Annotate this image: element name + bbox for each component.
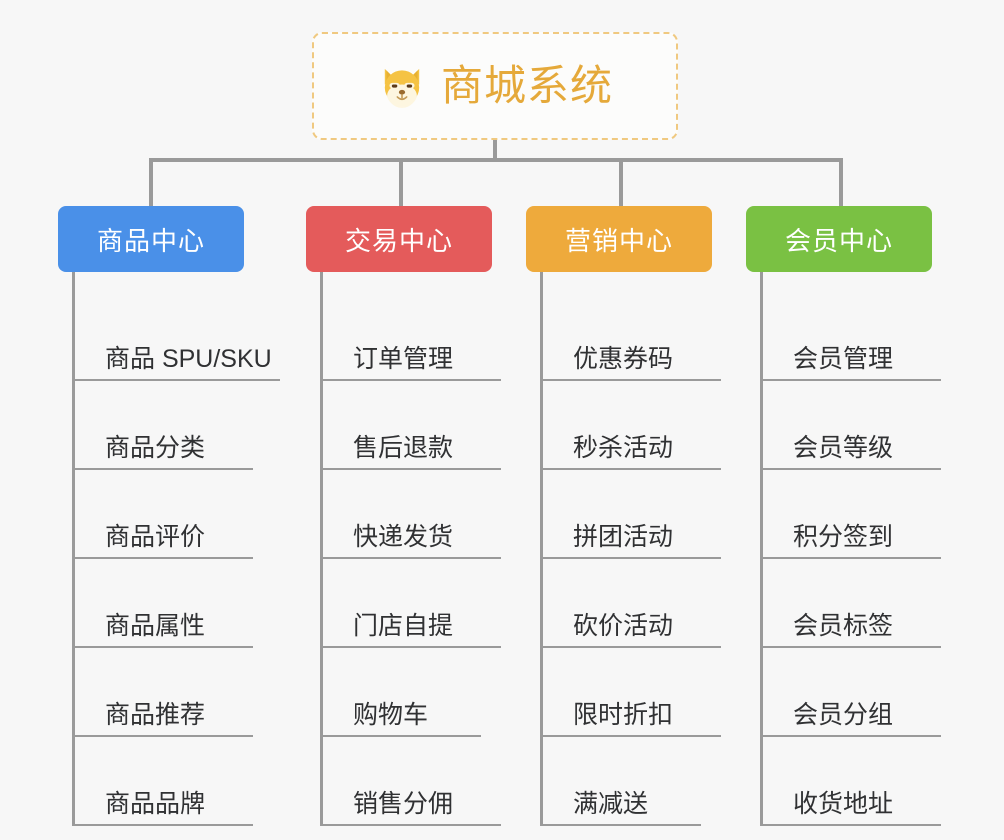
connector-drop-4 <box>839 158 843 208</box>
leaf-item[interactable]: 积分签到 <box>763 470 941 559</box>
leaf-label: 秒杀活动 <box>573 434 674 462</box>
leaf-item[interactable]: 收货地址 <box>763 737 941 826</box>
leaf-label: 商品评价 <box>105 523 206 551</box>
leaf-item[interactable]: 会员分组 <box>763 648 941 737</box>
leaf-label: 会员标签 <box>793 612 894 640</box>
root-title: 商城系统 <box>440 62 613 109</box>
leaf-item[interactable]: 优惠券码 <box>543 292 721 381</box>
leaf-list-marketing-center: 优惠券码 秒杀活动 拼团活动 砍价活动 限时折扣 满减送 <box>540 272 756 826</box>
leaf-label: 商品分类 <box>105 434 206 462</box>
leaf-label: 商品品牌 <box>105 790 206 818</box>
leaf-label: 商品属性 <box>105 612 206 640</box>
connector-root-stem <box>493 140 497 162</box>
category-header-trade-center[interactable]: 交易中心 <box>306 206 492 272</box>
category-column-marketing-center: 营销中心 优惠券码 秒杀活动 拼团活动 砍价活动 限时折扣 满减送 <box>526 206 756 826</box>
leaf-label: 会员等级 <box>793 434 894 462</box>
leaf-label: 商品 SPU/SKU <box>105 345 272 373</box>
shiba-dog-icon <box>377 61 427 111</box>
leaf-label: 快递发货 <box>353 523 454 551</box>
leaf-label: 优惠券码 <box>573 345 674 373</box>
leaf-list-member-center: 会员管理 会员等级 积分签到 会员标签 会员分组 收货地址 <box>760 272 976 826</box>
category-column-member-center: 会员中心 会员管理 会员等级 积分签到 会员标签 会员分组 收货地址 <box>746 206 976 826</box>
leaf-label: 收货地址 <box>793 790 894 818</box>
leaf-item[interactable]: 会员标签 <box>763 559 941 648</box>
leaf-item[interactable]: 售后退款 <box>323 381 501 470</box>
leaf-label: 限时折扣 <box>573 701 674 729</box>
leaf-item[interactable]: 快递发货 <box>323 470 501 559</box>
leaf-label: 订单管理 <box>353 345 454 373</box>
leaf-item[interactable]: 商品品牌 <box>75 737 253 826</box>
connector-drop-2 <box>399 158 403 208</box>
leaf-item[interactable]: 砍价活动 <box>543 559 721 648</box>
leaf-label: 售后退款 <box>353 434 454 462</box>
leaf-item[interactable]: 商品评价 <box>75 470 253 559</box>
connector-drop-1 <box>149 158 153 208</box>
leaf-label: 门店自提 <box>353 612 454 640</box>
leaf-label: 购物车 <box>353 701 429 729</box>
category-label: 营销中心 <box>564 225 673 256</box>
leaf-label: 会员管理 <box>793 345 894 373</box>
leaf-item[interactable]: 秒杀活动 <box>543 381 721 470</box>
leaf-label: 销售分佣 <box>353 790 454 818</box>
leaf-label: 砍价活动 <box>573 612 674 640</box>
leaf-item[interactable]: 会员管理 <box>763 292 941 381</box>
leaf-item[interactable]: 会员等级 <box>763 381 941 470</box>
category-column-product-center: 商品中心 商品 SPU/SKU 商品分类 商品评价 商品属性 商品推荐 商品品牌 <box>58 206 288 826</box>
category-label: 商品中心 <box>96 225 205 256</box>
leaf-label: 满减送 <box>573 790 649 818</box>
leaf-item[interactable]: 满减送 <box>543 737 701 826</box>
connector-bus <box>149 158 841 162</box>
connector-drop-3 <box>619 158 623 208</box>
leaf-list-trade-center: 订单管理 售后退款 快递发货 门店自提 购物车 销售分佣 <box>320 272 536 826</box>
category-header-marketing-center[interactable]: 营销中心 <box>526 206 712 272</box>
leaf-item[interactable]: 限时折扣 <box>543 648 721 737</box>
leaf-label: 积分签到 <box>793 523 894 551</box>
leaf-item[interactable]: 商品 SPU/SKU <box>75 292 280 381</box>
leaf-label: 会员分组 <box>793 701 894 729</box>
root-node[interactable]: 商城系统 <box>312 32 678 140</box>
category-label: 交易中心 <box>344 225 453 256</box>
leaf-item[interactable]: 销售分佣 <box>323 737 501 826</box>
leaf-label: 商品推荐 <box>105 701 206 729</box>
leaf-item[interactable]: 购物车 <box>323 648 481 737</box>
leaf-label: 拼团活动 <box>573 523 674 551</box>
category-header-member-center[interactable]: 会员中心 <box>746 206 932 272</box>
category-label: 会员中心 <box>784 225 893 256</box>
leaf-item[interactable]: 拼团活动 <box>543 470 721 559</box>
leaf-item[interactable]: 商品分类 <box>75 381 253 470</box>
leaf-item[interactable]: 门店自提 <box>323 559 501 648</box>
leaf-item[interactable]: 商品推荐 <box>75 648 253 737</box>
leaf-list-product-center: 商品 SPU/SKU 商品分类 商品评价 商品属性 商品推荐 商品品牌 <box>72 272 288 826</box>
category-header-product-center[interactable]: 商品中心 <box>58 206 244 272</box>
category-column-trade-center: 交易中心 订单管理 售后退款 快递发货 门店自提 购物车 销售分佣 <box>306 206 536 826</box>
leaf-item[interactable]: 商品属性 <box>75 559 253 648</box>
leaf-item[interactable]: 订单管理 <box>323 292 501 381</box>
